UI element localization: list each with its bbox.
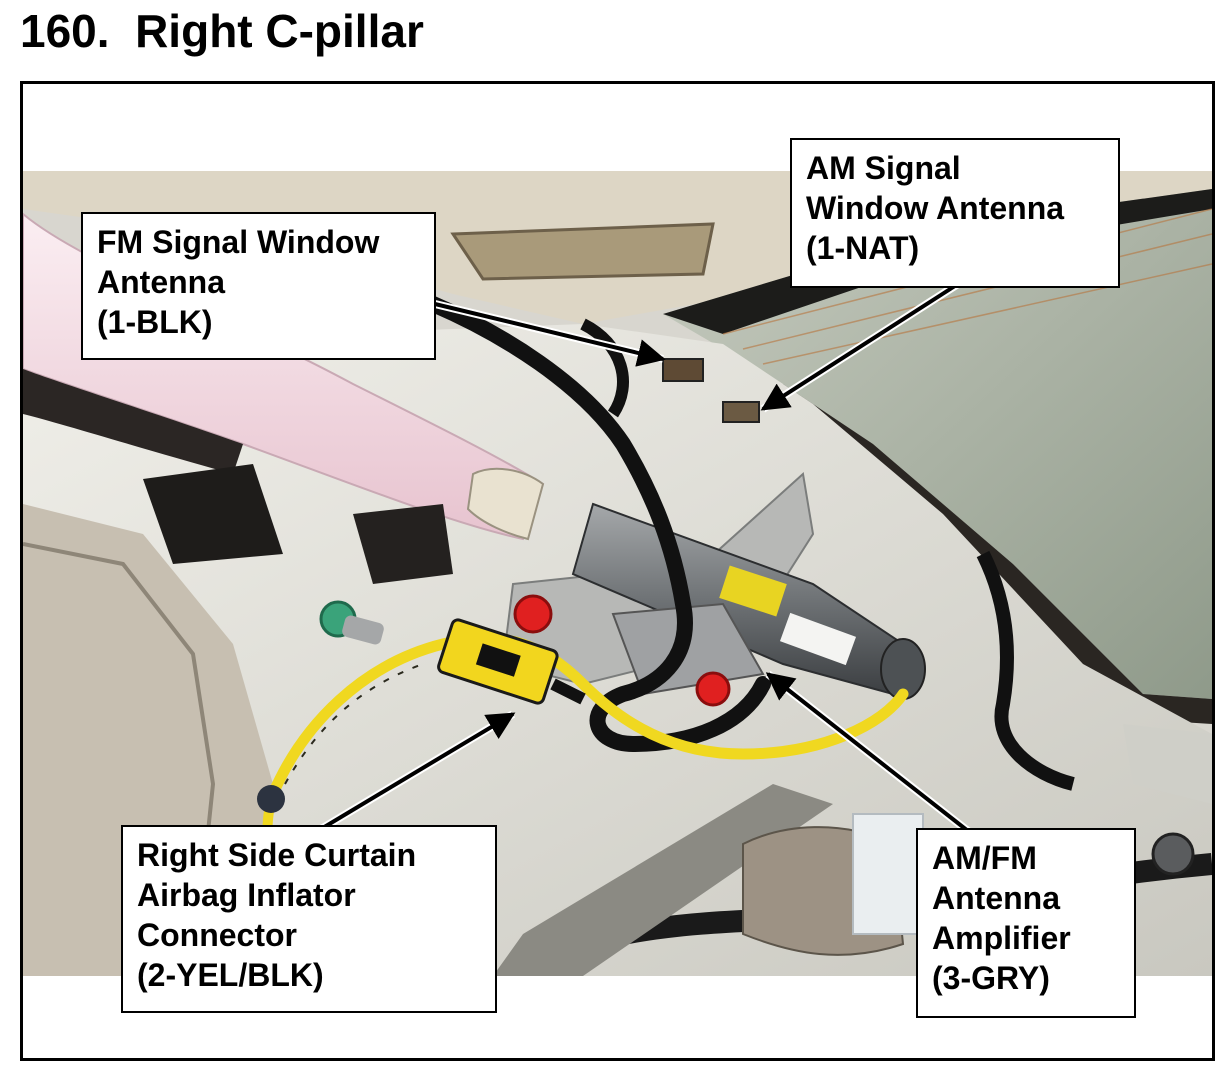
callout-line: Airbag Inflator (137, 877, 356, 913)
seat-belt (493, 784, 833, 976)
fm-antenna-terminal (662, 358, 704, 382)
callout-airbag-connector: Right Side Curtain Airbag Inflator Conne… (121, 825, 497, 1013)
callout-line: FM Signal Window (97, 224, 380, 260)
callout-line: Antenna (932, 880, 1060, 916)
callout-line: Window Antenna (806, 190, 1065, 226)
callout-fm-antenna: FM Signal Window Antenna (1-BLK) (81, 212, 436, 360)
callout-line: AM/FM (932, 840, 1037, 876)
callout-line: Connector (137, 917, 297, 953)
red-clip-upper (513, 594, 553, 634)
callout-line: Amplifier (932, 920, 1071, 956)
callout-amplifier: AM/FM Antenna Amplifier (3-GRY) (916, 828, 1136, 1018)
callout-line: Antenna (97, 264, 225, 300)
callout-line: AM Signal (806, 150, 961, 186)
callout-line: (2-YEL/BLK) (137, 957, 324, 993)
callout-line: (3-GRY) (932, 960, 1050, 996)
c-pillar-photo (23, 171, 1212, 977)
yellow-harness (267, 632, 909, 800)
callout-am-antenna: AM Signal Window Antenna (1-NAT) (790, 138, 1120, 288)
red-clip-lower (695, 671, 731, 707)
rear-window (663, 189, 1212, 699)
page-title: 160. Right C-pillar (20, 5, 424, 57)
am-antenna-terminal (722, 401, 760, 423)
black-harness (425, 296, 771, 753)
callout-line: Right Side Curtain (137, 837, 417, 873)
callout-line: (1-BLK) (97, 304, 213, 340)
callout-line: (1-NAT) (806, 230, 920, 266)
figure-frame: FM Signal Window Antenna (1-BLK) AM Sign… (20, 81, 1215, 1061)
